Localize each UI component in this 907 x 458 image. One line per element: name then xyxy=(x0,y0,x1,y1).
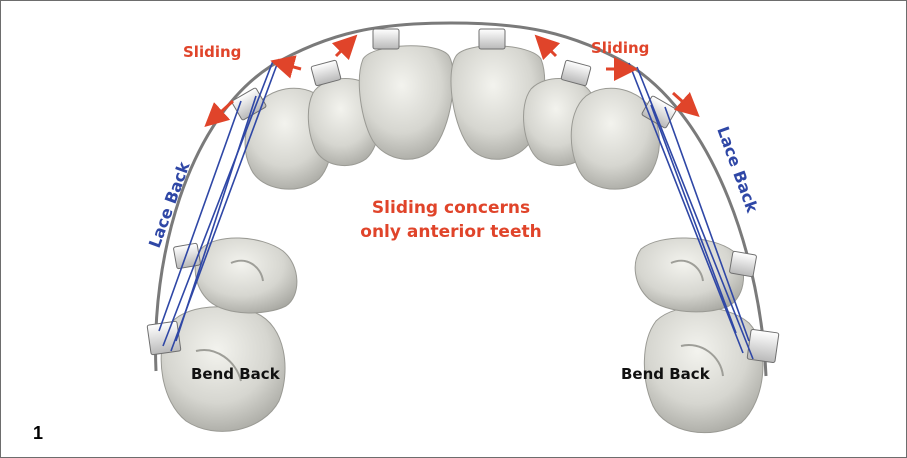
right-premolar xyxy=(635,238,743,312)
sliding-label-right: Sliding xyxy=(591,39,649,57)
sliding-label-left: Sliding xyxy=(183,43,241,61)
bend-back-label-left: Bend Back xyxy=(191,365,281,383)
left-premolar xyxy=(195,238,297,313)
left-central-incisor xyxy=(359,46,453,159)
center-caption-line2: only anterior teeth xyxy=(360,222,541,242)
figure-number: 1 xyxy=(33,423,43,443)
right-canine xyxy=(571,88,659,189)
bend-back-label-right: Bend Back xyxy=(621,365,711,383)
center-caption-line1: Sliding concerns xyxy=(372,198,530,218)
lace-back-label-right: Lace Back xyxy=(713,124,762,215)
